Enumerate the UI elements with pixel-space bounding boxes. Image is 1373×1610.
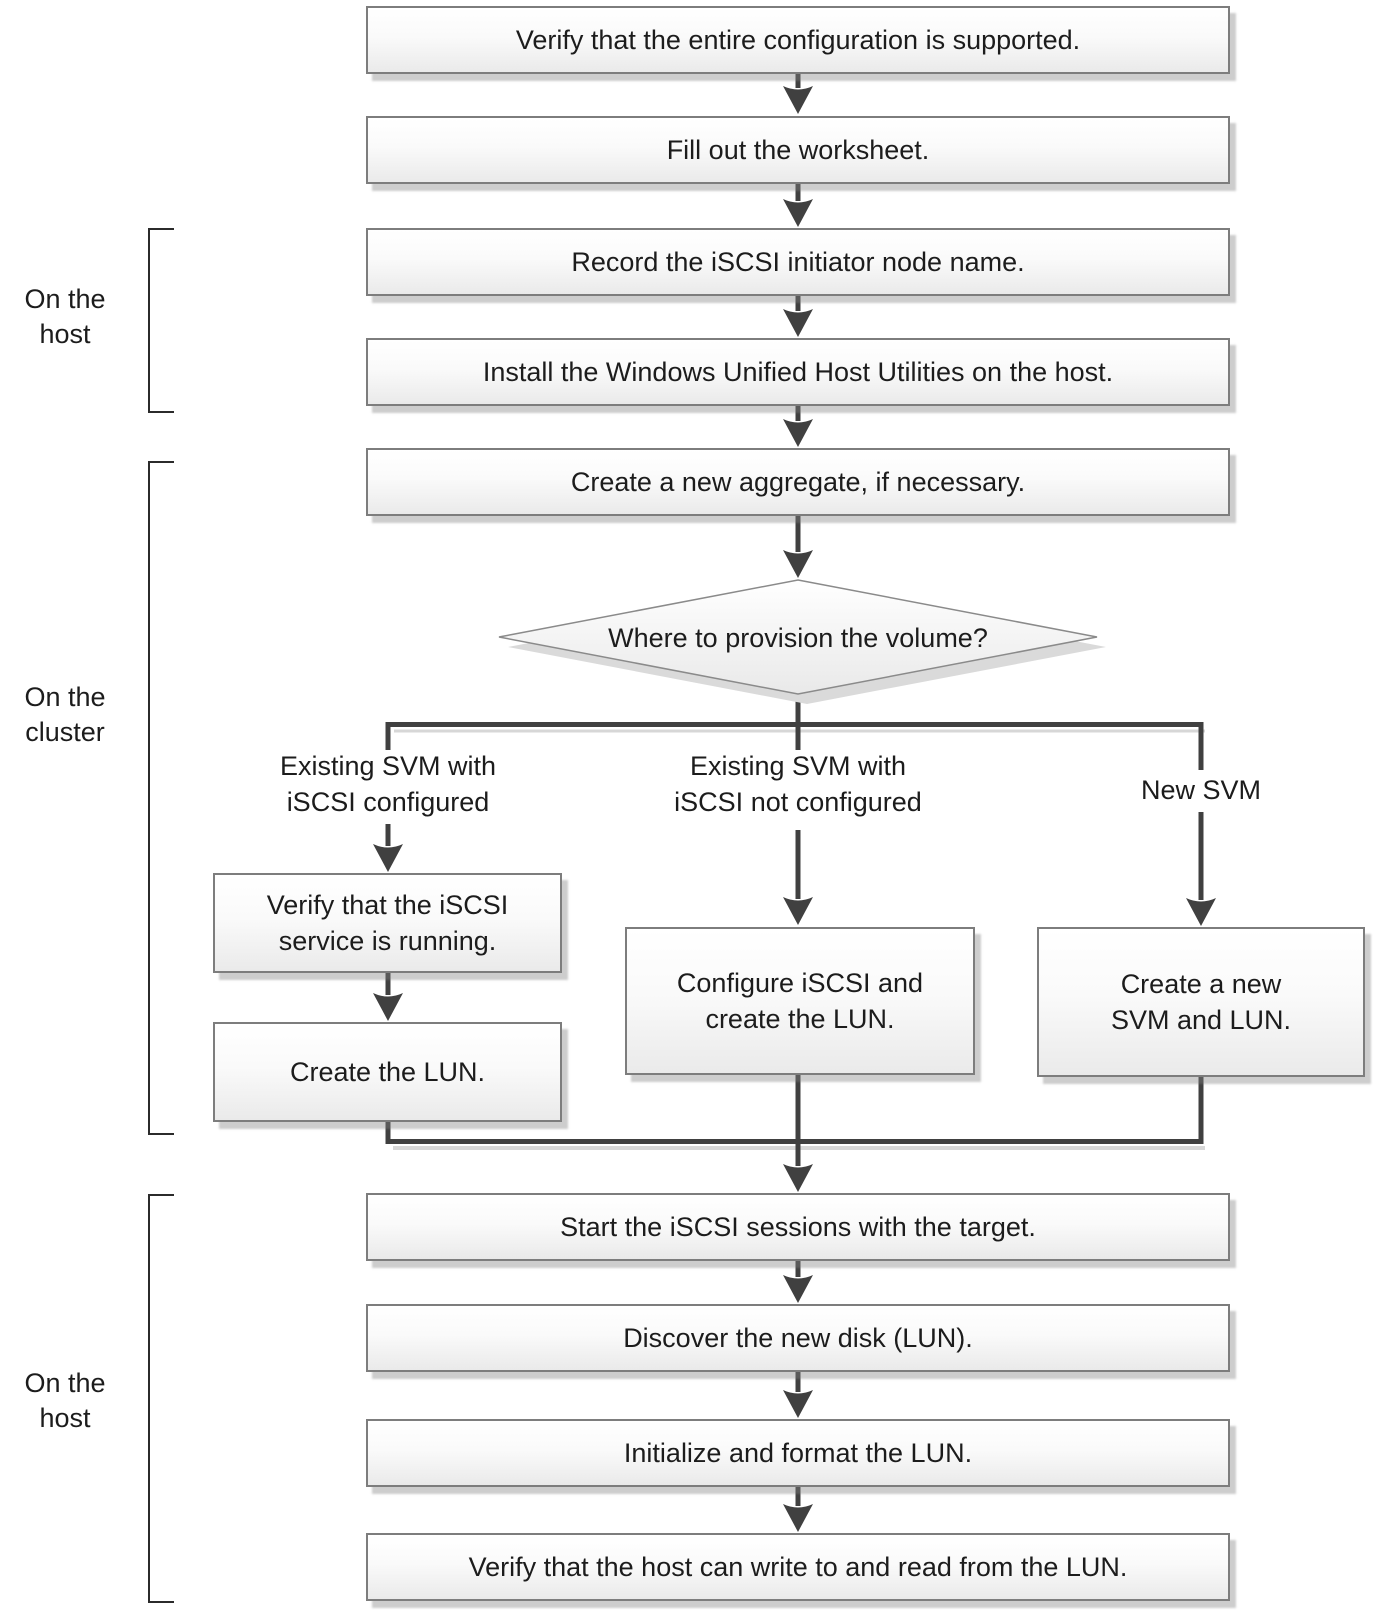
branch-label-new-svm: New SVM (1140, 775, 1262, 805)
step-create-new-svm-and-lun: Create a new SVM and LUN. (1037, 927, 1365, 1077)
connector-lines (385, 74, 1204, 1506)
section-label-cluster: On the cluster (24, 682, 106, 747)
decision-question: Where to provision the volume? (608, 622, 988, 653)
bracket-cluster (148, 461, 174, 1135)
step-verify-read-write: Verify that the host can write to and re… (366, 1533, 1230, 1601)
section-label-host-top: On the host (24, 284, 106, 349)
step-install-host-utilities: Install the Windows Unified Host Utiliti… (366, 338, 1230, 406)
bracket-host-top (148, 228, 174, 413)
step-discover-new-disk: Discover the new disk (LUN). (366, 1304, 1230, 1372)
section-brackets (148, 228, 174, 1603)
decision-diamond (498, 579, 1098, 695)
branch-label-existing-svm-configured: Existing SVM with iSCSI configured (279, 751, 497, 817)
step-initialize-format-lun: Initialize and format the LUN. (366, 1419, 1230, 1487)
step-verify-configuration: Verify that the entire configuration is … (366, 6, 1230, 74)
step-verify-iscsi-service: Verify that the iSCSI service is running… (213, 873, 562, 973)
step-create-lun: Create the LUN. (213, 1022, 562, 1122)
bracket-host-bottom (148, 1194, 174, 1603)
step-configure-iscsi-create-lun: Configure iSCSI and create the LUN. (625, 927, 975, 1075)
step-create-aggregate: Create a new aggregate, if necessary. (366, 448, 1230, 516)
arrowheads (373, 86, 1216, 1532)
step-start-iscsi-sessions: Start the iSCSI sessions with the target… (366, 1193, 1230, 1261)
section-label-host-bottom: On the host (24, 1368, 106, 1433)
step-record-initiator-node-name: Record the iSCSI initiator node name. (366, 228, 1230, 296)
branch-label-existing-svm-not-configured: Existing SVM with iSCSI not configured (674, 751, 922, 817)
step-fill-worksheet: Fill out the worksheet. (366, 116, 1230, 184)
